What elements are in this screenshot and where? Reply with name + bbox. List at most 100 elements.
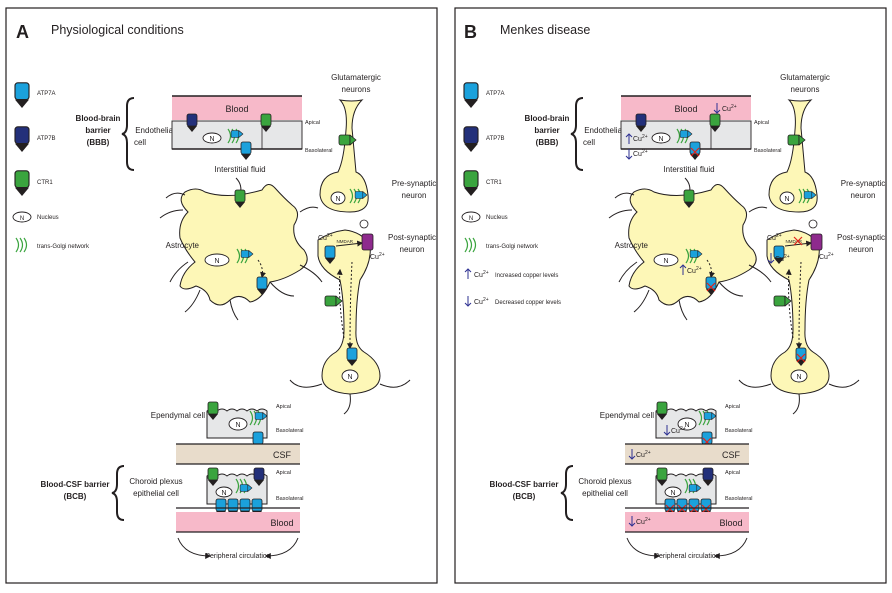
astrocyte-ctr1-head — [684, 202, 694, 208]
bbb-atp7a-basal-head — [241, 154, 251, 160]
bbb-atp7b-body — [635, 113, 647, 127]
astrocyte-nucleus — [653, 253, 679, 267]
bbb-atp7a-blocked — [690, 147, 700, 157]
astrocyte-atp7a-golgi — [240, 249, 254, 259]
presynaptic-nucleus-label: N — [335, 196, 340, 203]
presynaptic-neuron — [319, 99, 369, 213]
ependymal-tgn-arc — [698, 410, 703, 426]
astrocyte-process — [299, 206, 319, 213]
legend-atp7a-icon-head — [15, 99, 29, 108]
soma-atp7a — [795, 347, 807, 366]
lower-blood-cu-down-label-charge: 2+ — [645, 517, 651, 523]
astrocyte-process — [633, 289, 650, 313]
choroid-ctr1 — [207, 467, 219, 486]
soma-nucleus-label: N — [347, 374, 352, 381]
choroid-tgn-arc — [235, 478, 240, 494]
legend-increase-icon — [464, 268, 472, 279]
ependymal-nucleus — [228, 417, 248, 431]
ependymal-cu-down — [663, 425, 671, 436]
soma-atp7a-head — [347, 360, 357, 366]
ependymal-ctr1 — [207, 401, 219, 420]
nmdar-cu-charge: 2+ — [828, 252, 834, 258]
legend-tgn-icon-arc — [19, 237, 24, 253]
bbb-ctr1 — [260, 113, 272, 132]
bbb-label-2: barrier — [85, 126, 110, 135]
endothelial-label-2: cell — [583, 138, 595, 147]
endothelial-label-1: Endothelial — [135, 126, 175, 135]
soma-atp7a-blocked — [796, 353, 806, 363]
panel-b-title: Menkes disease — [500, 23, 590, 37]
astrocyte-cu-up-label-cu: Cu — [687, 268, 696, 275]
synaptic-cu-release-charge: 2+ — [776, 233, 782, 239]
legend-nucleus-symbol: N — [469, 216, 473, 222]
bbb-blood-label: Blood — [674, 104, 697, 114]
astrocyte-process — [169, 261, 189, 283]
panel-a-title: Physiological conditions — [51, 23, 184, 37]
legend-increase-cu-cu: Cu — [474, 272, 483, 279]
ependymal-atp7a-basal-body — [252, 431, 264, 445]
choroid-nucleus — [215, 486, 233, 498]
endothelial-label-2: cell — [134, 138, 146, 147]
legend-atp7b-label: ATP7B — [37, 136, 56, 142]
glut-label-1: Glutamatergic — [780, 73, 830, 82]
ependymal-label: Ependymal cell — [151, 411, 205, 420]
postsynaptic-dendrites — [738, 379, 860, 415]
astrocyte-label: Astrocyte — [615, 241, 649, 250]
bbb-nucleus-label: N — [209, 136, 214, 143]
legend-decrease-cu-cu: Cu — [474, 299, 483, 306]
choroid-label-1: Choroid plexus — [578, 477, 631, 486]
choroid-ctr1-head — [208, 480, 218, 486]
ependymal-atp7a-golgi-body — [703, 412, 713, 420]
presynaptic-ctr1-body — [787, 134, 800, 146]
astrocyte-atp7a-golgi-head — [248, 249, 254, 259]
choroid-ctr1 — [656, 467, 668, 486]
bbb-atp7b-head — [636, 126, 646, 132]
ependymal-nucleus-label: N — [235, 422, 240, 429]
choroid-apical-label: Apical — [725, 470, 740, 476]
panel-b-border — [454, 7, 887, 584]
bbb-atp7a-golgi — [230, 129, 244, 139]
bbb-cu-down — [625, 149, 633, 160]
legend-atp7a-label: ATP7A — [37, 91, 56, 97]
synaptic-cu-release-cu: Cu — [318, 235, 327, 242]
ependymal-atp7a-golgi-head — [711, 411, 717, 421]
bbb-cu-up — [625, 133, 633, 144]
choroid-basolateral-label: Basolateral — [276, 496, 304, 502]
presynaptic-neuron — [768, 99, 818, 213]
bbb-basolateral-label: Basolateral — [305, 148, 333, 154]
legend-ctr1-icon-head — [464, 187, 478, 196]
astrocyte-ctr1-body — [234, 189, 246, 203]
postsynaptic-atp7a-upper-head — [325, 258, 335, 264]
presynaptic-atp7a-golgi-body — [803, 191, 813, 199]
glut-label-2: neurons — [342, 85, 371, 94]
axonal-transport-down — [796, 261, 803, 350]
soma-nucleus — [341, 369, 359, 383]
choroid-atp7a-blocked-0 — [665, 504, 675, 514]
synaptic-cu-release-cu: Cu — [767, 235, 776, 242]
ependymal-ctr1-body — [656, 401, 668, 415]
astrocyte-traffic-arrow — [706, 259, 715, 279]
legend-nucleus-symbol: N — [20, 216, 24, 222]
choroid-atp7a-blocked-2 — [689, 504, 699, 514]
post-label-1: Post-synaptic — [837, 233, 885, 242]
astrocyte-atp7a-golgi-body — [240, 250, 250, 258]
legend-tgn-icon-arc — [15, 237, 20, 253]
lower-blood-cu-down — [628, 516, 636, 527]
postsynaptic-atp7a-upper — [773, 245, 785, 264]
choroid-atp7a-golgi-body — [239, 484, 249, 492]
presynaptic-atp7a-golgi-body — [354, 191, 364, 199]
choroid-atp7b-body — [253, 467, 265, 481]
presynaptic-ctr1-head — [349, 134, 357, 146]
ependymal-label: Ependymal cell — [600, 411, 654, 420]
bbb-tgn-arc — [676, 128, 681, 144]
choroid-label-2: epithelial cell — [133, 489, 179, 498]
post-label-1: Post-synaptic — [388, 233, 436, 242]
postsynaptic-ctr1 — [773, 295, 792, 307]
